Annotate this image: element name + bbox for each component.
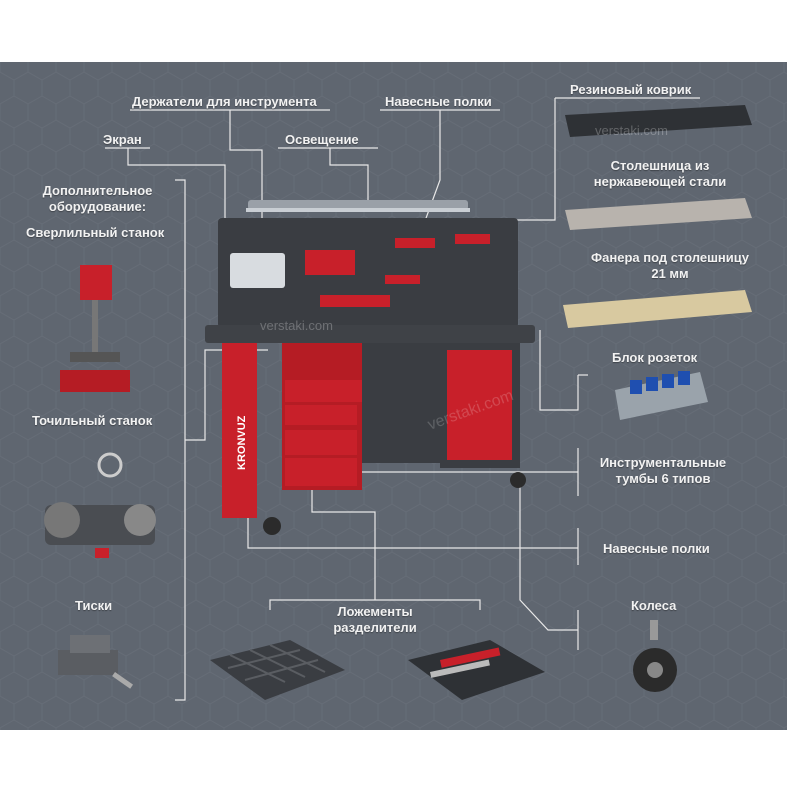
right-cabinet-door xyxy=(447,350,512,460)
drill-press-image xyxy=(60,265,130,392)
vise-image xyxy=(58,635,134,689)
tool-tray-image xyxy=(408,640,545,700)
watermark-1: verstaki.com xyxy=(595,123,668,138)
brand-logo: KRONVUZ xyxy=(236,415,248,470)
middle-frame xyxy=(362,343,440,463)
caster-wheel-image xyxy=(633,620,677,692)
grinder-image xyxy=(44,452,156,558)
rubber-mat-image xyxy=(565,105,752,137)
label-plywood: Фанера под столешницу 21 мм xyxy=(580,250,760,282)
label-steel-top: Столешница из нержавеющей стали xyxy=(585,158,735,190)
leader-lines xyxy=(105,97,700,701)
label-vise: Тиски xyxy=(75,598,113,613)
label-plywood-line1: Фанера под столешницу xyxy=(591,250,749,265)
label-grinder: Точильный станок xyxy=(32,413,153,428)
label-extra-equipment-line1: Дополнительное xyxy=(42,183,153,198)
label-lodgments: Ложементы разделители xyxy=(325,604,425,636)
label-hanging-shelves-bottom: Навесные полки xyxy=(603,541,710,556)
pegboard-screen xyxy=(218,200,518,328)
label-drill-press: Сверлильный станок xyxy=(26,225,165,240)
bench-wheels xyxy=(263,472,526,535)
label-steel-top-line2: нержавеющей стали xyxy=(593,174,727,189)
drawer-cabinet xyxy=(282,343,397,490)
watermark-2: verstaki.com xyxy=(260,318,333,333)
label-tool-cabinets: Инструментальные тумбы 6 типов xyxy=(588,455,738,487)
label-socket-block: Блок розеток xyxy=(612,350,698,365)
label-wheels: Колеса xyxy=(631,598,677,613)
label-extra-equipment: Дополнительное оборудование: xyxy=(35,183,160,215)
steel-top-image xyxy=(565,198,752,230)
worktop xyxy=(205,325,535,343)
label-steel-top-line1: Столешница из xyxy=(610,158,710,173)
label-hanging-shelves-top: Навесные полки xyxy=(385,94,492,109)
label-tool-cabinets-line2: тумбы 6 типов xyxy=(615,471,711,486)
left-side-panel xyxy=(222,343,257,518)
wrench-set xyxy=(230,253,285,288)
label-extra-equipment-line2: оборудование: xyxy=(48,199,147,214)
red-shelves xyxy=(305,234,490,307)
label-rubber-mat: Резиновый коврик xyxy=(570,82,692,97)
plywood-image xyxy=(563,290,752,328)
label-lodgments-line2: разделители xyxy=(333,620,417,635)
label-screen: Экран xyxy=(103,132,142,147)
label-tool-holders: Держатели для инструмента xyxy=(132,94,317,109)
label-plywood-line2: 21 мм xyxy=(651,266,689,281)
label-tool-cabinets-line1: Инструментальные xyxy=(599,455,727,470)
socket-block-image xyxy=(615,371,708,420)
divider-tray-image xyxy=(210,640,345,700)
label-lighting: Освещение xyxy=(285,132,359,147)
label-lodgments-line1: Ложементы xyxy=(337,604,413,619)
